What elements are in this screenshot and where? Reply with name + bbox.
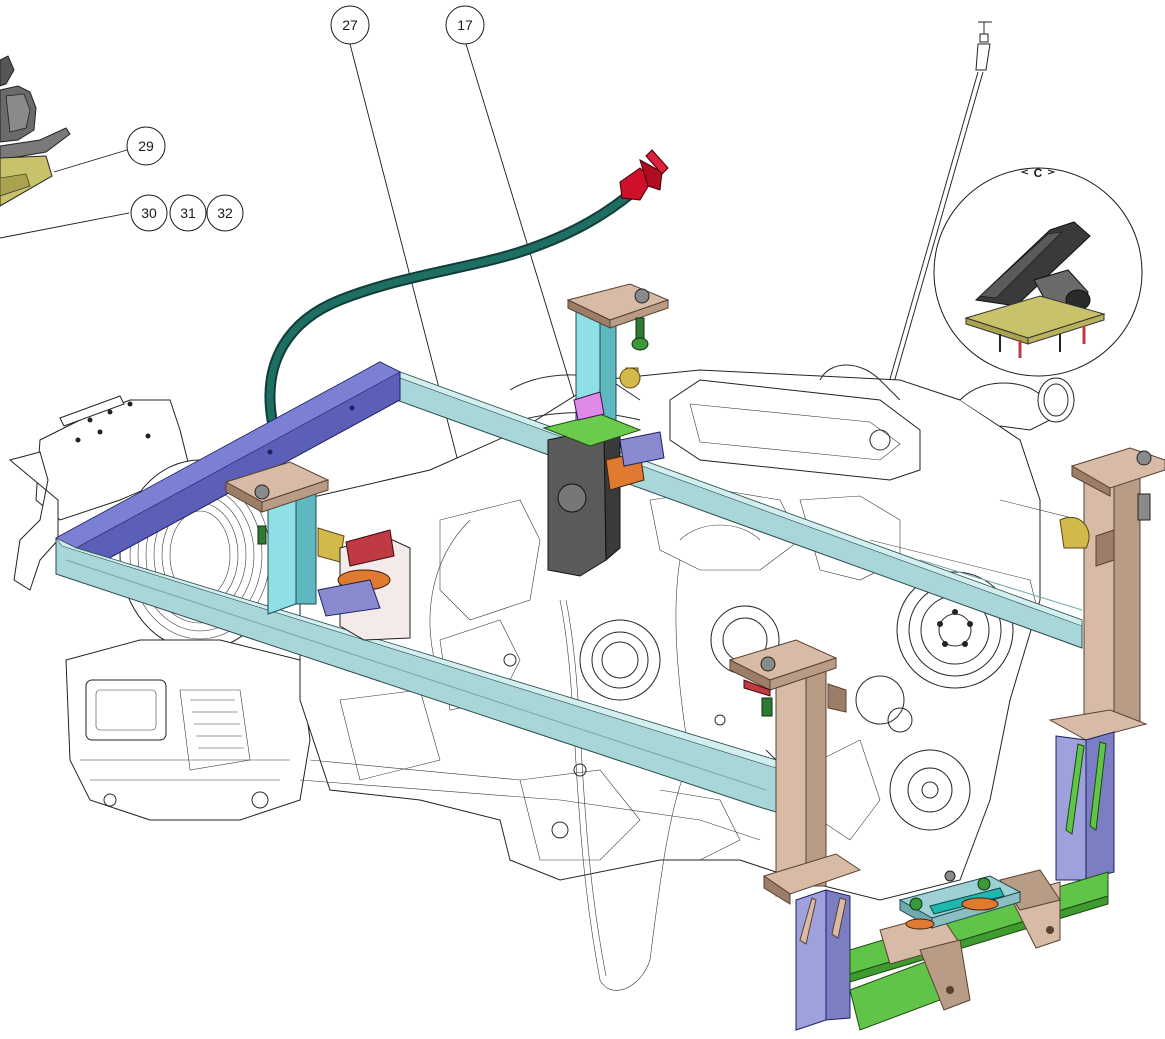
hose-fitting <box>619 149 669 201</box>
pedal-detail-icon <box>964 221 1106 358</box>
svg-text:30: 30 <box>141 205 157 221</box>
right-post <box>1048 447 1165 881</box>
balloon-29: 29 <box>126 126 166 166</box>
balloon-32: 32 <box>206 194 244 232</box>
balloon-31: 31 <box>169 194 207 232</box>
left-post <box>224 461 345 615</box>
pedal-partial-view <box>0 55 71 207</box>
svg-text:32: 32 <box>217 205 233 221</box>
detail-view-c: C <box>933 166 1143 377</box>
svg-text:29: 29 <box>138 138 154 154</box>
left-engine-mount <box>317 529 411 641</box>
balloon-17: 17 <box>445 5 485 45</box>
rear-center-post <box>566 283 670 431</box>
balloon-27: 27 <box>330 5 370 45</box>
svg-text:31: 31 <box>180 205 196 221</box>
detail-view-label: C <box>1034 166 1043 180</box>
base-cradle <box>849 869 1109 1031</box>
front-engine-mount <box>898 870 1022 930</box>
svg-text:17: 17 <box>457 17 473 33</box>
leader-lines <box>0 43 576 501</box>
coolant-hose <box>264 149 669 426</box>
dipstick <box>883 21 992 401</box>
svg-text:27: 27 <box>342 17 358 33</box>
balloon-30: 30 <box>130 194 168 232</box>
center-engine-mount <box>542 367 665 577</box>
front-center-post <box>728 639 862 1031</box>
